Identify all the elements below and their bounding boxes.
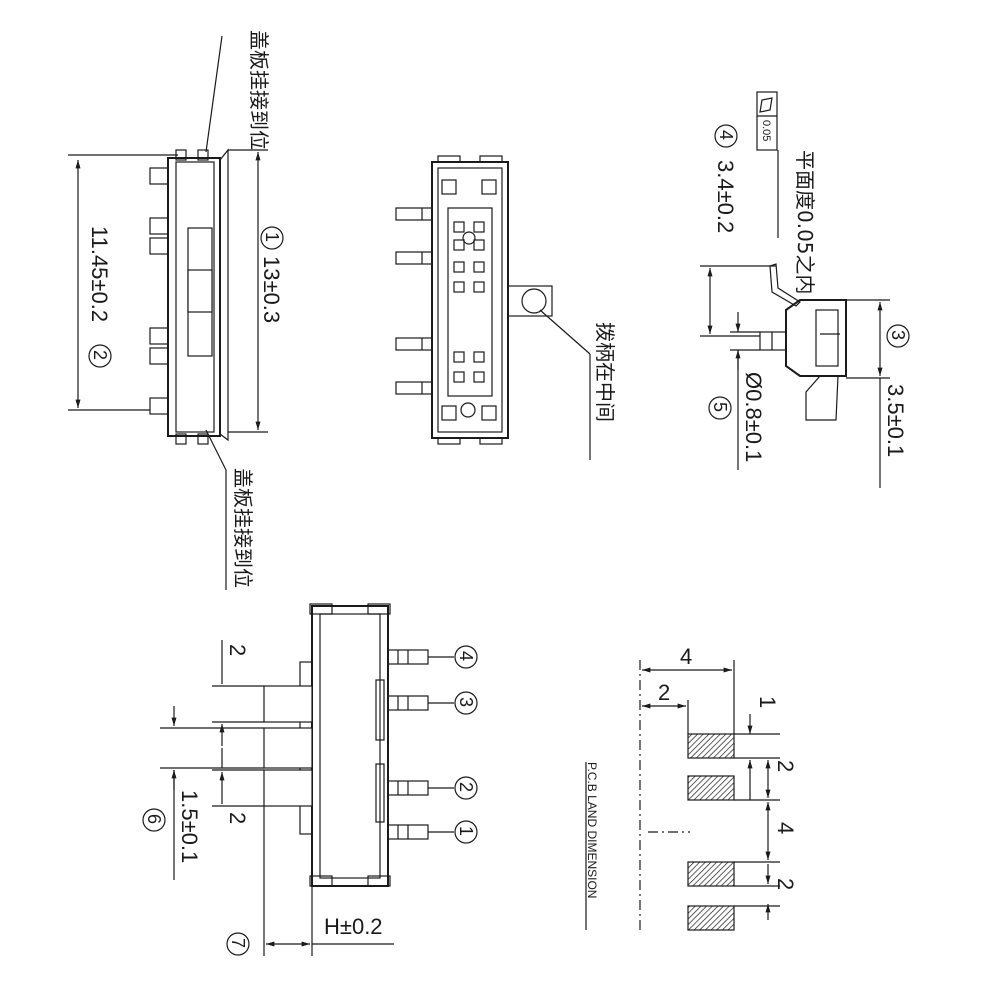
dim-11-45-label: 11.45±0.2 bbox=[87, 226, 112, 322]
pin-2: 2 bbox=[387, 776, 478, 800]
pin-1-label: 1 bbox=[456, 826, 476, 836]
callout-6: 6 bbox=[144, 814, 164, 824]
side-view-bottom-left: 4 3 2 1 bbox=[142, 603, 478, 956]
end-view-right: 0.05 平面度0.05之内 4 3.4±0.2 5 Ø0.8±0.1 3 3.… bbox=[700, 91, 910, 488]
side-view-top-left: 11.45±0.2 2 1 13±0.3 盖板挂接到位 盖板挂接到位 bbox=[68, 30, 284, 590]
pin-1: 1 bbox=[387, 820, 478, 844]
pin-3: 3 bbox=[387, 691, 478, 715]
dim-2-lower: 2 bbox=[225, 812, 250, 824]
pin-4-label: 4 bbox=[456, 651, 476, 661]
pcb-dim-2-a: 2 bbox=[773, 760, 798, 772]
pcb-pad-3 bbox=[687, 861, 735, 887]
pcb-dim-2-left: 2 bbox=[658, 680, 670, 705]
dim-2-upper: 2 bbox=[225, 644, 250, 656]
bottom-view-center: 拨柄在中间 bbox=[395, 155, 617, 460]
callout-7: 7 bbox=[228, 938, 248, 948]
dim-13-label: 13±0.3 bbox=[259, 256, 284, 323]
callout-2: 2 bbox=[90, 350, 110, 360]
flatness-tolerance: 0.05 bbox=[760, 120, 772, 141]
pcb-title: P.C.B LAND DIMENSION bbox=[585, 762, 599, 898]
pin-3-label: 3 bbox=[456, 697, 476, 707]
pcb-dim-2-b: 2 bbox=[773, 878, 798, 890]
callout-5: 5 bbox=[710, 402, 730, 412]
dim-1-5-label: 1.5±0.1 bbox=[177, 790, 202, 863]
pcb-pad-1 bbox=[687, 733, 735, 759]
note-cover-top: 盖板挂接到位 bbox=[247, 30, 271, 150]
note-handle-center: 拨柄在中间 bbox=[593, 322, 617, 422]
pcb-pad-4 bbox=[687, 905, 735, 931]
note-flatness: 平面度0.05之内 bbox=[793, 150, 817, 295]
pin-2-label: 2 bbox=[456, 782, 476, 792]
pcb-land-dimension: P.C.B LAND DIMENSION 4 2 1 2 4 2 bbox=[585, 644, 798, 931]
dim-3-5-label: 3.5±0.1 bbox=[883, 384, 908, 457]
note-cover-bottom: 盖板挂接到位 bbox=[231, 468, 255, 588]
pcb-dim-4-mid: 4 bbox=[773, 822, 798, 834]
dim-3-4-label: 3.4±0.2 bbox=[713, 160, 738, 233]
dim-h-label: H±0.2 bbox=[324, 914, 383, 939]
callout-1: 1 bbox=[262, 232, 282, 242]
dim-pin-dia-label: Ø0.8±0.1 bbox=[741, 372, 766, 462]
pcb-pad-2 bbox=[687, 775, 735, 801]
pcb-dim-1: 1 bbox=[755, 696, 780, 708]
pin-4: 4 bbox=[387, 645, 478, 669]
callout-3: 3 bbox=[888, 330, 908, 340]
pcb-dim-4-top: 4 bbox=[680, 644, 692, 669]
callout-4: 4 bbox=[716, 130, 736, 140]
